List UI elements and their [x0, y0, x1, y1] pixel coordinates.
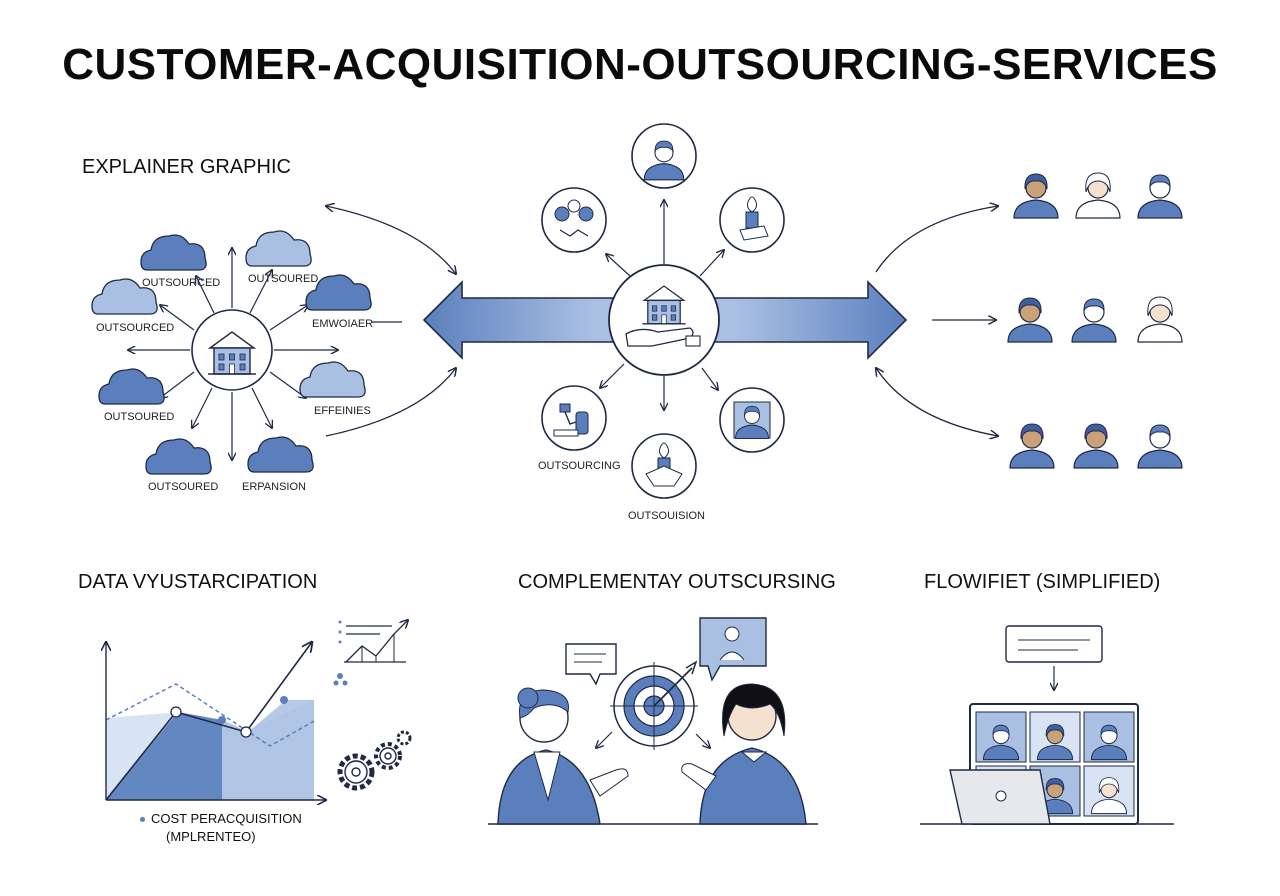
- section-heading-flow: FLOWIFIET (SIMPLIFIED): [924, 571, 1161, 593]
- section-heading-explainer: EXPLAINER GRAPHIC: [82, 156, 291, 178]
- hub-arrows: [600, 200, 724, 410]
- cluster-arrows: [128, 248, 338, 460]
- cloud-label-3: OUTSOURCED: [96, 322, 175, 334]
- satellite-handshake-icon: [631, 433, 697, 499]
- chart-label: COST PERACQUISITION: [151, 811, 302, 826]
- cloud-label-8: ERPANSION: [242, 481, 306, 493]
- cloud-label-6: EFFEINIES: [314, 405, 371, 417]
- person-avatar: [1009, 423, 1055, 469]
- chart-sublabel: (MPLRENTEO): [166, 829, 256, 844]
- video-call-scene: [920, 625, 1174, 825]
- satellite-team-icon: [541, 187, 607, 253]
- cloud-icon: [305, 274, 372, 311]
- mini-chart-icon: [338, 620, 409, 663]
- satellite-person-blue: [719, 387, 785, 453]
- page-title: CUSTOMER-ACQUISITION-OUTSOURCING-SERVICE…: [62, 40, 1218, 89]
- person-avatar: [1075, 172, 1121, 219]
- cloud-icon: [91, 278, 158, 315]
- cloud-icon: [145, 438, 212, 475]
- target-icon: [610, 660, 698, 750]
- cloud-label-5: OUTSOURED: [104, 411, 175, 423]
- gear-icon: [337, 730, 412, 791]
- person-avatar: [1013, 173, 1059, 219]
- person-avatar: [1007, 297, 1053, 343]
- complementary-scene: [488, 617, 818, 825]
- chat-bubble-icon: [699, 617, 767, 682]
- message-card-icon: [1005, 625, 1103, 663]
- section-heading-complementary: COMPLEMENTAY OUTSCURSING: [518, 571, 836, 593]
- cloud-label-4: EMWOIAER: [312, 318, 374, 330]
- person-right: [681, 683, 807, 825]
- area-chart: [106, 620, 412, 800]
- legend-dot: [140, 817, 145, 823]
- speech-bubble-icon: [565, 643, 617, 686]
- cloud-label-7: OUTSOURED: [148, 481, 219, 493]
- laptop-icon: [949, 769, 1051, 825]
- cloud-icon: [247, 436, 314, 473]
- person-avatar: [1073, 423, 1119, 469]
- section-heading-data: DATA VYUSTARCIPATION: [78, 571, 318, 593]
- central-building-icon: [191, 309, 273, 391]
- molecule-icon: [333, 673, 348, 686]
- person-avatar: [1137, 424, 1183, 469]
- person-avatar: [1137, 296, 1183, 343]
- satellite-torch-icon: [719, 187, 785, 253]
- curved-connectors: [326, 206, 998, 436]
- cloud-icon: [245, 230, 312, 267]
- hub-label-outsourcing: OUTSOURCING: [538, 460, 621, 472]
- left-cloud-cluster: [91, 230, 402, 475]
- person-avatar: [1071, 298, 1117, 343]
- people-grid: [1007, 172, 1183, 469]
- cloud-icon: [140, 234, 207, 271]
- cloud-icon: [299, 361, 366, 398]
- chart-legend-label: COST PERACQUISITION: [140, 811, 302, 826]
- satellite-person: [631, 123, 697, 189]
- hub-label-outsousion: OUTSOUISION: [628, 510, 706, 522]
- center-hub: [608, 264, 720, 376]
- person-left: [497, 687, 629, 825]
- cloud-icon: [98, 368, 165, 405]
- person-avatar: [1137, 174, 1183, 219]
- satellite-robot-icon: [541, 385, 607, 451]
